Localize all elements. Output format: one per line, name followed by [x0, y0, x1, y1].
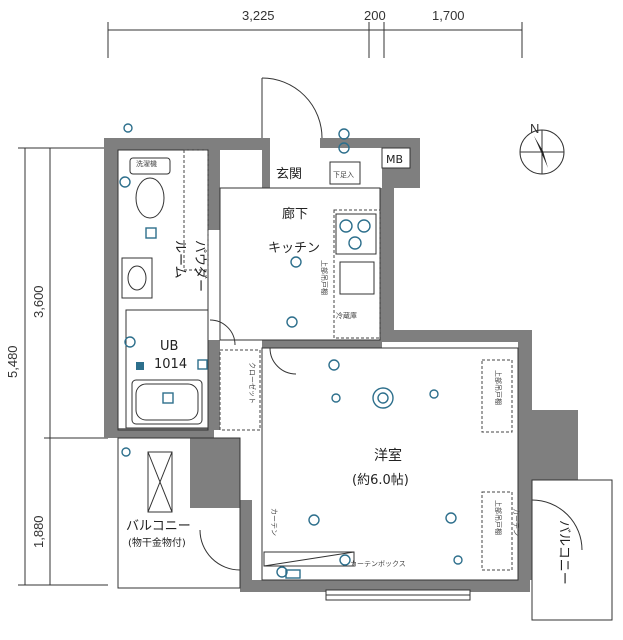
- light-icon: [123, 123, 133, 133]
- fixtures: [121, 157, 471, 601]
- curtain-left-label: カーテン: [270, 508, 278, 536]
- western-room-size: (約6.0帖): [352, 473, 409, 488]
- electrical-icons: [119, 123, 463, 579]
- compass-north-label: N: [530, 121, 539, 136]
- curtain-box-label: カーテンボックス: [350, 560, 406, 568]
- powder-room-label-1: パウダー: [192, 240, 207, 292]
- walls: [104, 138, 578, 592]
- light-icon: [338, 128, 350, 140]
- balcony-left-note: (物干金物付): [128, 536, 186, 549]
- dim-left-lower: 1,880: [31, 515, 46, 548]
- light-icon: [308, 514, 320, 526]
- ub-label: UB: [160, 339, 178, 354]
- light-icon: [445, 512, 457, 524]
- light-icon: [338, 142, 350, 154]
- light-icon: [331, 393, 341, 403]
- dim-left-upper: 3,600: [31, 285, 46, 318]
- upper-storage-room-lower-label: 上部吊戸棚: [494, 500, 503, 535]
- switch-icon: [162, 392, 174, 404]
- kitchen-label: キッチン: [268, 241, 320, 256]
- north-compass: N: [519, 121, 565, 175]
- curtain-right-label: カーテン: [512, 508, 520, 536]
- dim-top-1: 3,225: [242, 8, 275, 23]
- switch-icon: [145, 227, 157, 239]
- closet-label: クローゼット: [248, 362, 257, 404]
- upper-storage-room-label: 上部吊戸棚: [494, 370, 503, 405]
- switch-icon: [197, 359, 208, 370]
- shoe-box-label: 下足入: [333, 171, 354, 179]
- light-icon: [121, 447, 131, 457]
- left-dimension: 5,480 3,600 1,880: [5, 147, 108, 586]
- light-icon: [286, 316, 298, 328]
- light-icon: [339, 554, 351, 566]
- upper-storage-kitchen-label: 上部吊戸棚: [320, 260, 329, 295]
- doors: [199, 77, 583, 571]
- light-icon: [276, 566, 288, 578]
- powder-room-label-2: ルーム: [172, 240, 187, 279]
- room-outlines: [117, 149, 613, 621]
- light-icon: [328, 359, 340, 371]
- outlet-icon: [285, 569, 301, 579]
- balcony-left-label: バルコニー: [126, 519, 191, 534]
- outlet-icon: [136, 362, 144, 370]
- balcony-right-label: バルコニー: [556, 520, 571, 585]
- western-room-label: 洋室: [374, 447, 402, 464]
- entrance-label: 玄関: [276, 167, 302, 182]
- dim-top-3: 1,700: [432, 8, 465, 23]
- mb-label: MB: [386, 153, 403, 166]
- fridge-label: 冷蔵庫: [336, 311, 357, 320]
- top-dimension: 3,225 200 1,700: [107, 8, 523, 58]
- dim-top-2: 200: [364, 8, 386, 23]
- washer-label: 洗濯機: [136, 159, 157, 168]
- light-icon: [290, 256, 302, 268]
- corridor-label: 廊下: [282, 206, 308, 222]
- light-icon: [119, 176, 131, 188]
- ub-size-label: 1014: [154, 357, 187, 372]
- light-icon: [429, 389, 439, 399]
- light-icon: [453, 555, 463, 565]
- room-labels: 玄関 下足入 MB 廊下 キッチン パウダー ルーム UB 1014 洋室 (約…: [126, 147, 571, 585]
- light-icon: [124, 336, 136, 348]
- ceiling-light-icon: [372, 387, 394, 409]
- dim-left-total: 5,480: [5, 345, 20, 378]
